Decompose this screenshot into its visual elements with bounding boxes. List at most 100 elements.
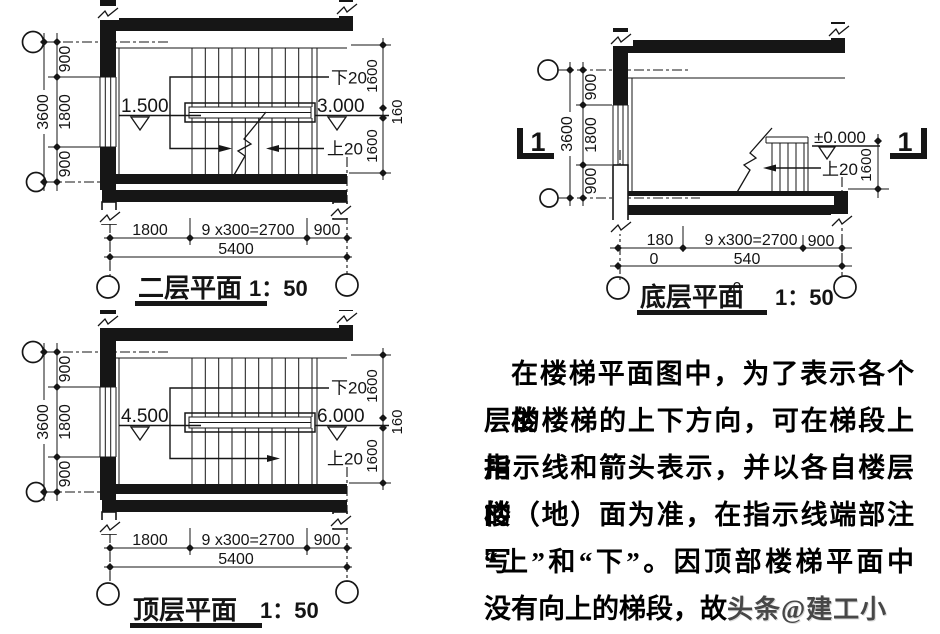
window-symbol (99, 386, 117, 458)
grid-bubble (833, 275, 857, 299)
dim-label: 9 x300=2700 (202, 532, 295, 549)
ground-floor-plan: 1 1 ±0.000 上20 900 1800 900 3600 1600 18… (517, 22, 927, 315)
grid-bubble (537, 59, 559, 81)
drawing-title: 二层平面 (138, 274, 242, 303)
direction-arrowhead (267, 455, 280, 462)
paragraph-line: 没有向上的梯段，故头条@建工小队长 (484, 586, 914, 633)
direction-arrowheads (219, 145, 279, 152)
level-label: 6.000 (317, 406, 365, 427)
lower-flight-treads (191, 428, 313, 484)
grid-bubble (539, 188, 559, 208)
explanatory-paragraph: 在楼梯平面图中，为了表示各个楼 层的楼梯的上下方向，可在梯段上用 指示线和箭头表… (484, 351, 914, 633)
dim-label: 1600 (364, 369, 381, 402)
drawing-scale: 1：50 (775, 285, 834, 310)
title-underline (135, 301, 267, 306)
grid-bubble (606, 276, 630, 300)
dim-label: 900 (57, 356, 74, 383)
stair-direction-label: 下20 (331, 379, 367, 398)
watermark: 头条@建工小队长 (727, 595, 888, 624)
top-floor-plan: 下20 上20 4.500 6.000 900 1800 900 3600 16… (21, 310, 406, 628)
section-number: 1 (897, 127, 912, 157)
dim-label: 9 x300=2700 (202, 222, 295, 239)
stair-direction-label: 上20 (327, 140, 363, 159)
grid-bubble (21, 30, 45, 54)
section-cut-marks: 1 1 (517, 127, 927, 159)
paragraph-text: 没有向上的梯段，故 (484, 594, 727, 624)
grid-bubble (96, 582, 120, 606)
dim-label: 1600 (858, 148, 875, 181)
section-number: 1 (530, 127, 545, 157)
drawing-scale: 1：50 (249, 276, 308, 301)
level-label: 1.500 (121, 96, 169, 117)
dim-label: 1600 (364, 59, 381, 92)
dim-label: 160 (389, 409, 406, 434)
grid-bubble (335, 580, 359, 604)
paragraph-line: 楼（地）面为准，在指示线端部注写 (484, 500, 914, 577)
wall-break-marks (97, 311, 359, 534)
dim-label: 900 (583, 74, 600, 101)
dim-label: 900 (57, 151, 74, 178)
level-label: ±0.000 (814, 128, 866, 147)
level-label: 4.500 (121, 406, 169, 427)
paragraph-line: 在楼梯平面图中，为了表示各个楼 (511, 359, 914, 436)
grid-bubble (25, 171, 47, 193)
dim-label: 3600 (35, 94, 52, 130)
dim-label: 540 (734, 251, 761, 268)
paragraph-line: 指示线和箭头表示，并以各自楼层的 (484, 453, 914, 530)
drawing-title: 底层平面 (640, 282, 744, 312)
dim-label: 5400 (218, 241, 254, 258)
dim-label: 1600 (364, 439, 381, 472)
stair-direction-label: 上20 (327, 450, 363, 469)
dim-label: 160 (389, 99, 406, 124)
landing-edge-lines (628, 77, 845, 191)
paragraph-line: 层的楼梯的上下方向，可在梯段上用 (484, 406, 914, 483)
handrail-outline (184, 412, 316, 433)
dim-label: 1800 (583, 117, 600, 153)
grid-bubble (96, 275, 120, 299)
dim-label: 5400 (218, 551, 254, 568)
dim-label: 900 (314, 222, 341, 239)
direction-indicator-lines (169, 76, 329, 150)
flight-break-line (229, 111, 267, 183)
level-label: 3.000 (317, 96, 365, 117)
dim-label: 3600 (559, 116, 576, 152)
title-underline (130, 623, 262, 628)
level-marker-triangles (129, 426, 348, 442)
second-floor-plan: 下20 上20 1.500 3.000 900 1800 900 3600 16… (21, 0, 406, 306)
level-marker-triangle (817, 146, 837, 161)
dim-label: 1800 (132, 222, 168, 239)
dim-label: 1800 (57, 94, 74, 130)
drawing-scale: 1：50 (260, 598, 319, 623)
dim-label: 180 (647, 232, 674, 249)
dim-label: 3600 (35, 404, 52, 440)
wall-break-marks (610, 24, 854, 234)
handrail-outline (184, 102, 316, 123)
wall-break-marks (97, 2, 359, 224)
dim-label: 1800 (132, 532, 168, 549)
dim-label: 900 (314, 532, 341, 549)
walls (613, 22, 848, 224)
window-symbol (99, 76, 117, 148)
walls (100, 310, 353, 512)
stair-direction-label: 下20 (331, 69, 367, 88)
direction-indicator-lines (169, 387, 329, 460)
dim-label: 900 (57, 461, 74, 488)
grid-bubble (335, 273, 359, 297)
dim-label: 1600 (364, 129, 381, 162)
window-symbol (612, 104, 629, 166)
drawing-title: 顶层平面 (133, 596, 237, 625)
title-underline (637, 310, 767, 315)
dim-label: 9 x300=2700 (705, 232, 798, 249)
direction-arrowhead (763, 164, 776, 172)
level-marker-triangles (129, 116, 348, 132)
dim-label: 0 (733, 280, 742, 297)
flight-treads (771, 143, 805, 191)
paragraph-line: “上”和“下”。因顶部楼梯平面中 (484, 547, 914, 577)
dim-label: 0 (650, 251, 659, 268)
flight-break-line (735, 127, 773, 195)
stair-direction-label: 上20 (822, 160, 858, 179)
grid-bubble (21, 340, 45, 364)
dim-label: 900 (583, 168, 600, 195)
